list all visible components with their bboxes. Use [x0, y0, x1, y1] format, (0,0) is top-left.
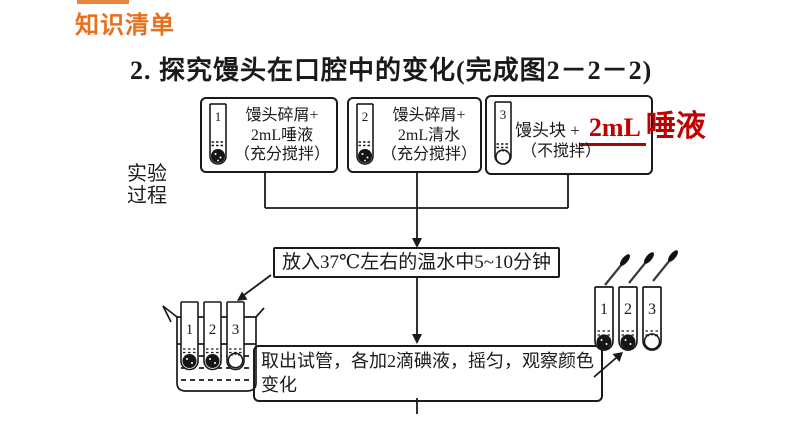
setup-box-tube1: 1 馒头碎屑+ 2mL唾液 （充分搅拌） — [200, 97, 338, 173]
step-box-iodine: 取出试管，各加2滴碘液，摇匀，观察颜色变化 — [253, 345, 603, 402]
no-stir-note: （不搅拌） — [521, 143, 602, 160]
liquid-line: 2mL唾液 — [250, 126, 314, 144]
tube-number-label: 3 — [500, 107, 507, 122]
beaker-test-tubes: 1 2 3 — [180, 301, 245, 371]
process-label-line1: 实验 — [127, 163, 167, 185]
answer-liquid-word: 唾液 — [645, 110, 706, 143]
setup-box-tube3: 3 馒头块 + 2mL 唾液 （不搅拌） — [485, 95, 706, 175]
section-tag: 知识清单 — [75, 13, 175, 39]
process-label: 实验 过程 — [127, 163, 167, 207]
ingredient-line: 馒头碎屑+ — [245, 107, 319, 124]
test-tube-icon: 1 — [209, 103, 227, 165]
tube-number-label: 1 — [215, 109, 222, 124]
result-tube-label: 3 — [648, 301, 656, 318]
answer-blank-filled: 2mL — [579, 113, 646, 146]
result-tubes-group: 1 2 3 — [594, 250, 678, 351]
dropper-icon — [604, 254, 630, 286]
diagonal-arrow-icon — [612, 352, 623, 362]
step-box-warm-water: 放入37℃左右的温水中5~10分钟 — [273, 247, 560, 278]
beaker-icon: 1 2 3 — [162, 301, 265, 392]
sediment-blob — [211, 149, 225, 163]
ingredient-line: 馒头碎屑+ — [392, 107, 466, 124]
setup-box-text: 馒头碎屑+ 2mL唾液 （充分搅拌） — [230, 106, 334, 165]
beaker-tube-label: 3 — [232, 322, 240, 338]
setup-box-tube2: 2 馒头碎屑+ 2mL清水 （充分搅拌） — [347, 97, 482, 173]
test-tube-icon: 3 — [494, 101, 512, 165]
test-tube-icon: 2 — [356, 103, 374, 165]
stir-note: （充分搅拌） — [380, 146, 477, 163]
diagonal-arrow-icon — [237, 291, 248, 301]
bread-lump-blob — [495, 149, 511, 165]
stir-note: （充分搅拌） — [233, 146, 330, 163]
setup-box-text: 馒头碎屑+ 2mL清水 （充分搅拌） — [377, 106, 481, 165]
process-label-line2: 过程 — [127, 185, 167, 207]
sediment-blob — [205, 354, 220, 368]
sediment-blob — [182, 354, 197, 368]
down-arrow-icon — [412, 334, 422, 344]
setup-box3-line1: 馒头块 + 2mL 唾液 — [515, 101, 706, 146]
dropper-icon — [652, 250, 678, 282]
tube-number-label: 2 — [362, 109, 369, 124]
liquid-line: 2mL清水 — [397, 126, 461, 144]
beaker-tube-label: 1 — [186, 322, 194, 338]
page-title: 2. 探究馒头在口腔中的变化(完成图2－2－2) — [130, 56, 653, 85]
result-tube-label: 2 — [624, 301, 632, 318]
ingredient-prefix: 馒头块 + — [515, 121, 580, 140]
beaker-tube-label: 2 — [209, 322, 217, 338]
top-accent-bar — [77, 0, 129, 4]
result-tube-label: 1 — [600, 301, 608, 318]
sediment-blob — [620, 334, 636, 350]
sediment-blob — [358, 149, 372, 163]
bread-lump-blob — [227, 352, 244, 369]
dropper-icon — [628, 252, 654, 284]
bread-lump-blob — [643, 333, 661, 350]
